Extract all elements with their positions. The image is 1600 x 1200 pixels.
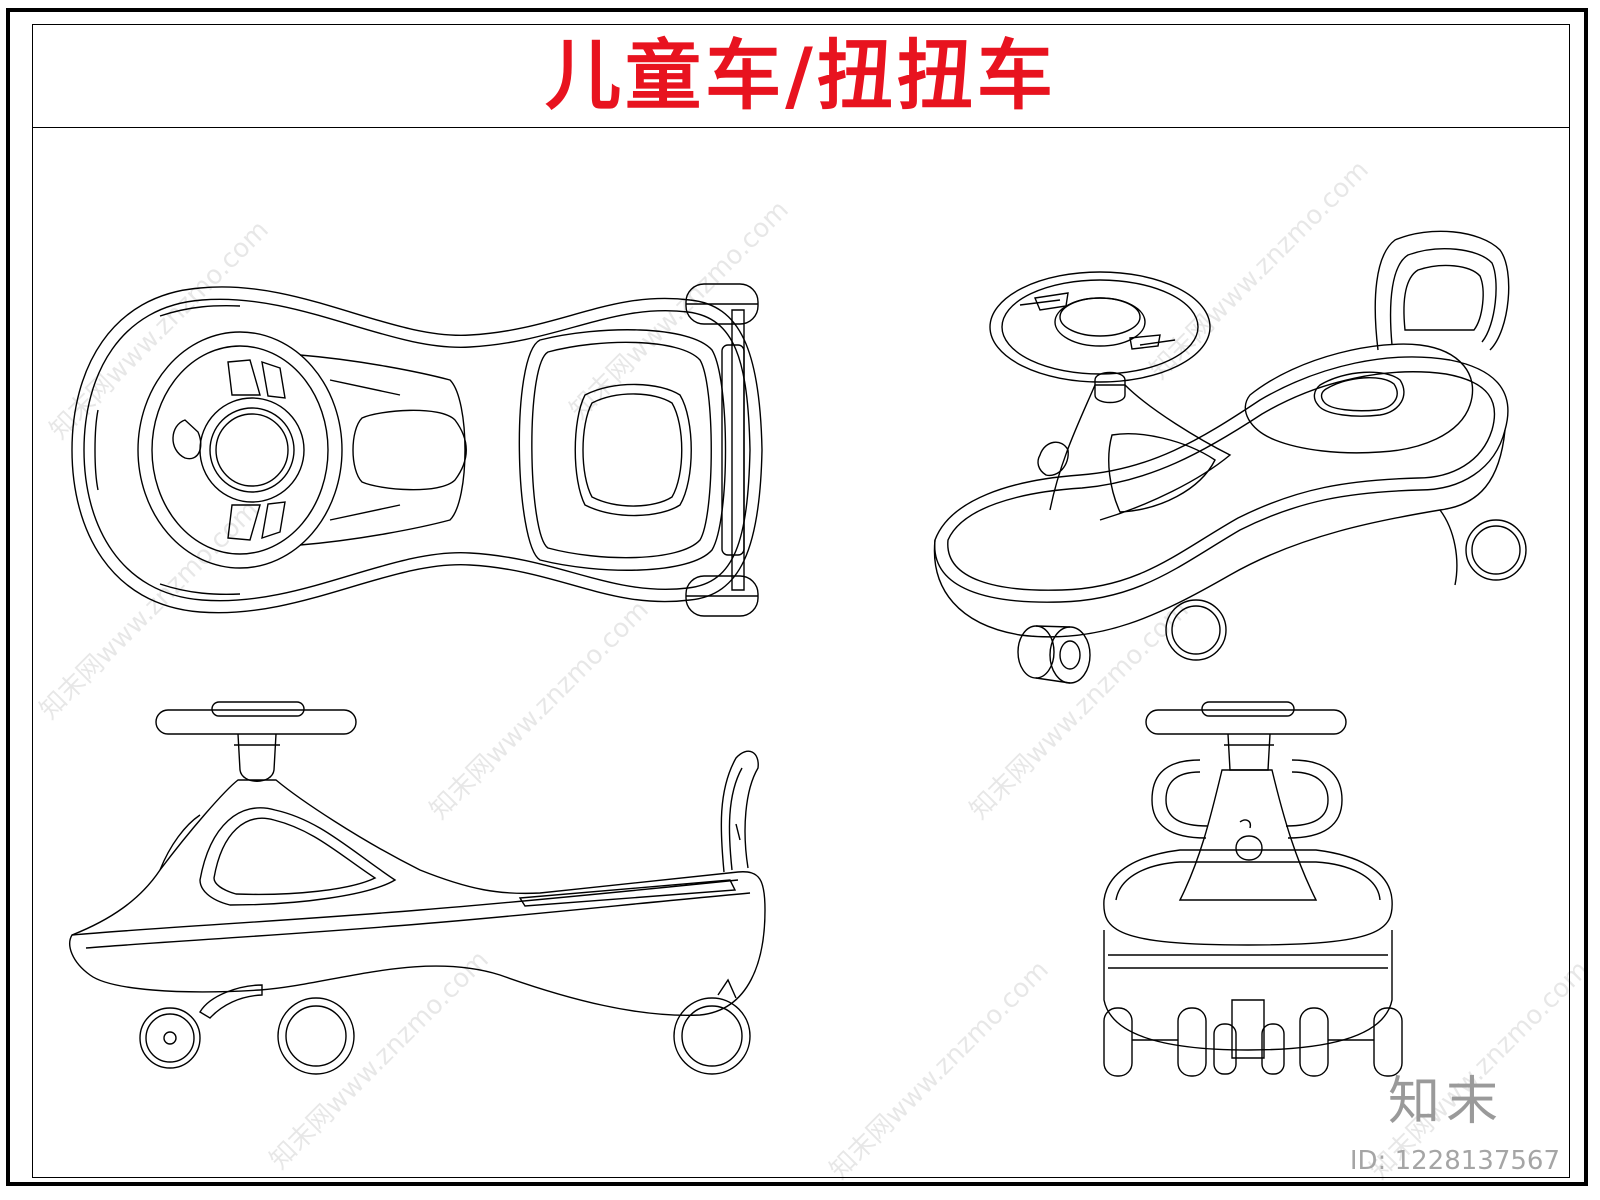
top-view: [72, 284, 762, 616]
drawing-title: 儿童车/扭扭车: [545, 30, 1057, 120]
drawing-frame-inner: [32, 24, 1570, 1178]
image-id: ID: 1228137567: [1349, 1146, 1560, 1176]
rear-view: [1104, 702, 1402, 1076]
side-view: [70, 702, 765, 1074]
title-bar: 儿童车/扭扭车: [32, 24, 1570, 128]
perspective-view: [934, 231, 1526, 683]
brand-logo: 知末: [1387, 1072, 1504, 1132]
drawing-frame-outer: [6, 8, 1588, 1186]
